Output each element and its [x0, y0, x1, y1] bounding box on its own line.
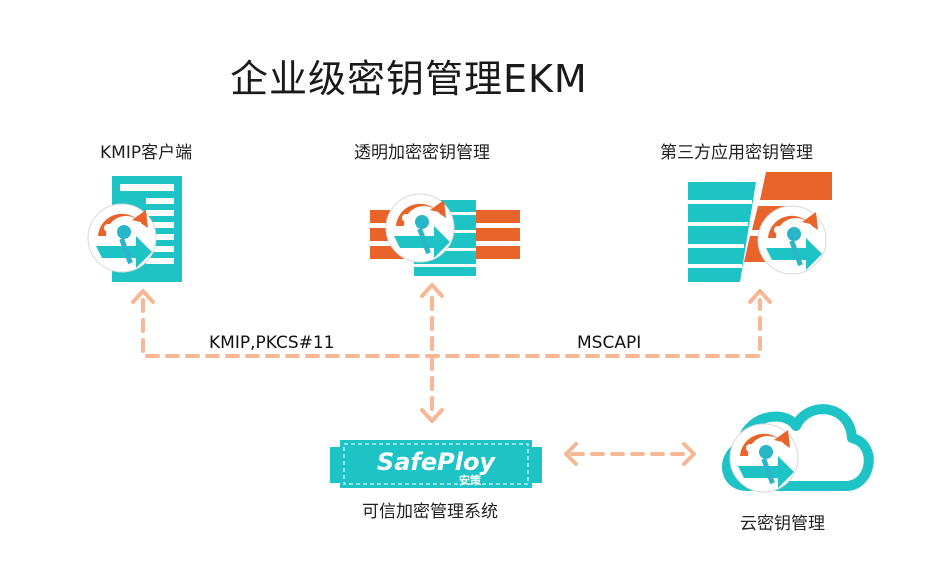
arrow-heads [131, 283, 772, 466]
trusted-system-label: 可信加密管理系统 [362, 502, 498, 522]
safeploy-device: SafePloy 安策 [330, 440, 542, 488]
third-party-icon [688, 172, 832, 282]
transparent-encryption-icon [370, 193, 520, 276]
safeploy-logo-sub: 安策 [459, 473, 482, 487]
safeploy-logo: SafePloy [377, 448, 497, 476]
left-protocol-label: KMIP,PKCS#11 [205, 333, 339, 353]
cloud-icon [722, 404, 874, 493]
connector-lines [141, 296, 762, 456]
transparent-encryption-label: 透明加密密钥管理 [354, 143, 490, 163]
third-party-label: 第三方应用密钥管理 [660, 143, 813, 163]
cloud-key-label: 云密钥管理 [740, 514, 825, 534]
kmip-client-label: KMIP客户端 [100, 143, 193, 163]
right-protocol-label: MSCAPI [573, 333, 646, 353]
page-title: 企业级密钥管理EKM [230, 57, 588, 101]
kmip-client-icon [87, 176, 182, 282]
